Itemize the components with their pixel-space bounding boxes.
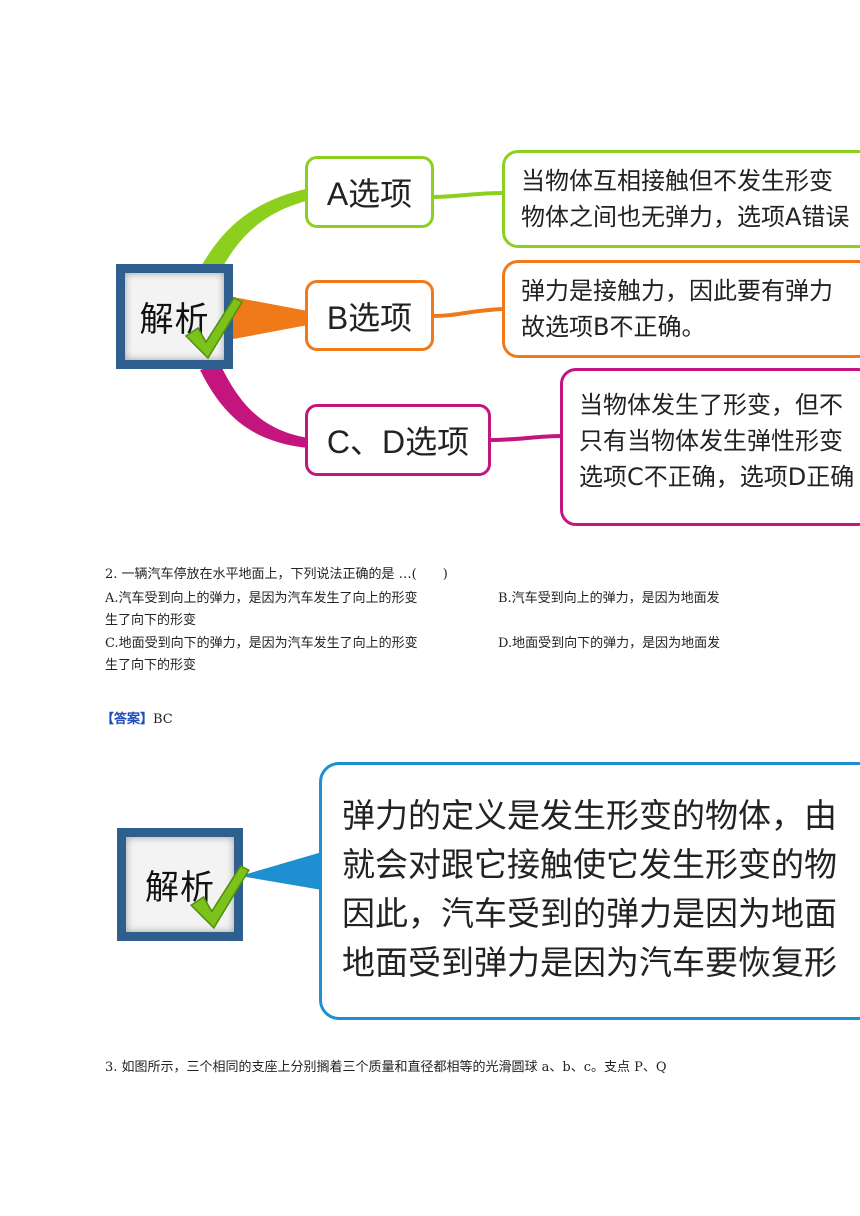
check-icon <box>184 297 244 360</box>
question-2-choice-b-continuation: 生了向下的形变 <box>105 613 197 628</box>
description-line: 因此，汽车受到的弹力是因为地面 <box>342 894 837 933</box>
question-2-choice-a: A.汽车受到向上的弹力，是因为汽车发生了向上的形变 <box>105 591 418 606</box>
analysis-badge-2: 解析 <box>117 828 250 941</box>
analysis-badge: 解析 <box>116 264 244 369</box>
description-line: 地面受到弹力是因为汽车要恢复形 <box>342 943 837 982</box>
line-b-desc <box>431 307 506 318</box>
question-2-stem: 2. 一辆汽车停放在水平地面上，下列说法正确的是 …( ) <box>105 567 448 582</box>
description-line: 就会对跟它接触使它发生形变的物 <box>342 845 837 884</box>
option-cd-box: C、D选项 <box>305 404 491 476</box>
description-line: 弹力是接触力，因此要有弹力 <box>521 277 833 305</box>
description-line: 物体之间也无弹力，选项A错误 <box>521 203 850 231</box>
option-b-box: B选项 <box>305 280 434 351</box>
option-cd-label: C、D选项 <box>326 424 470 460</box>
analysis2-pointer <box>240 852 322 890</box>
description-line: 选项C不正确，选项D正确 <box>579 463 855 491</box>
description-line: 只有当物体发生弹性形变 <box>579 427 843 455</box>
question-2-choice-d-continuation: 生了向下的形变 <box>105 658 197 673</box>
analysis-2-description: 弹力的定义是发生形变的物体，由 就会对跟它接触使它发生形变的物 因此，汽车受到的… <box>319 762 860 1020</box>
question-2-answer: 【答案】BC <box>101 711 173 729</box>
option-a-label: A选项 <box>326 176 413 212</box>
question-2-choice-c: C.地面受到向下的弹力，是因为汽车发生了向上的形变 <box>105 636 418 651</box>
description-line: 故选项B不正确。 <box>521 313 706 341</box>
option-a-description: 当物体互相接触但不发生形变 物体之间也无弹力，选项A错误 <box>502 150 860 248</box>
line-a-desc <box>431 191 506 199</box>
description-line: 弹力的定义是发生形变的物体，由 <box>342 796 837 835</box>
question-2-choice-b: B.汽车受到向上的弹力，是因为地面发 <box>498 591 720 606</box>
question-2-choice-d: D.地面受到向下的弹力，是因为地面发 <box>498 636 721 651</box>
description-line: 当物体互相接触但不发生形变 <box>521 167 833 195</box>
option-cd-description: 当物体发生了形变，但不 只有当物体发生弹性形变 选项C不正确，选项D正确 <box>560 368 860 526</box>
check-icon <box>189 865 250 930</box>
option-b-description: 弹力是接触力，因此要有弹力 故选项B不正确。 <box>502 260 860 358</box>
description-line: 当物体发生了形变，但不 <box>579 391 843 419</box>
option-b-label: B选项 <box>326 299 413 336</box>
branch-a-connector <box>200 188 310 272</box>
answer-value: BC <box>153 712 173 727</box>
branch-b-connector <box>228 296 308 340</box>
question-3-stem: 3. 如图所示，三个相同的支座上分别搁着三个质量和直径都相等的光滑圆球 a、b、… <box>105 1060 667 1075</box>
line-cd-desc <box>489 434 564 442</box>
option-a-box: A选项 <box>305 156 434 228</box>
branch-cd-connector <box>200 364 308 448</box>
answer-tag: 【答案】 <box>101 712 154 727</box>
